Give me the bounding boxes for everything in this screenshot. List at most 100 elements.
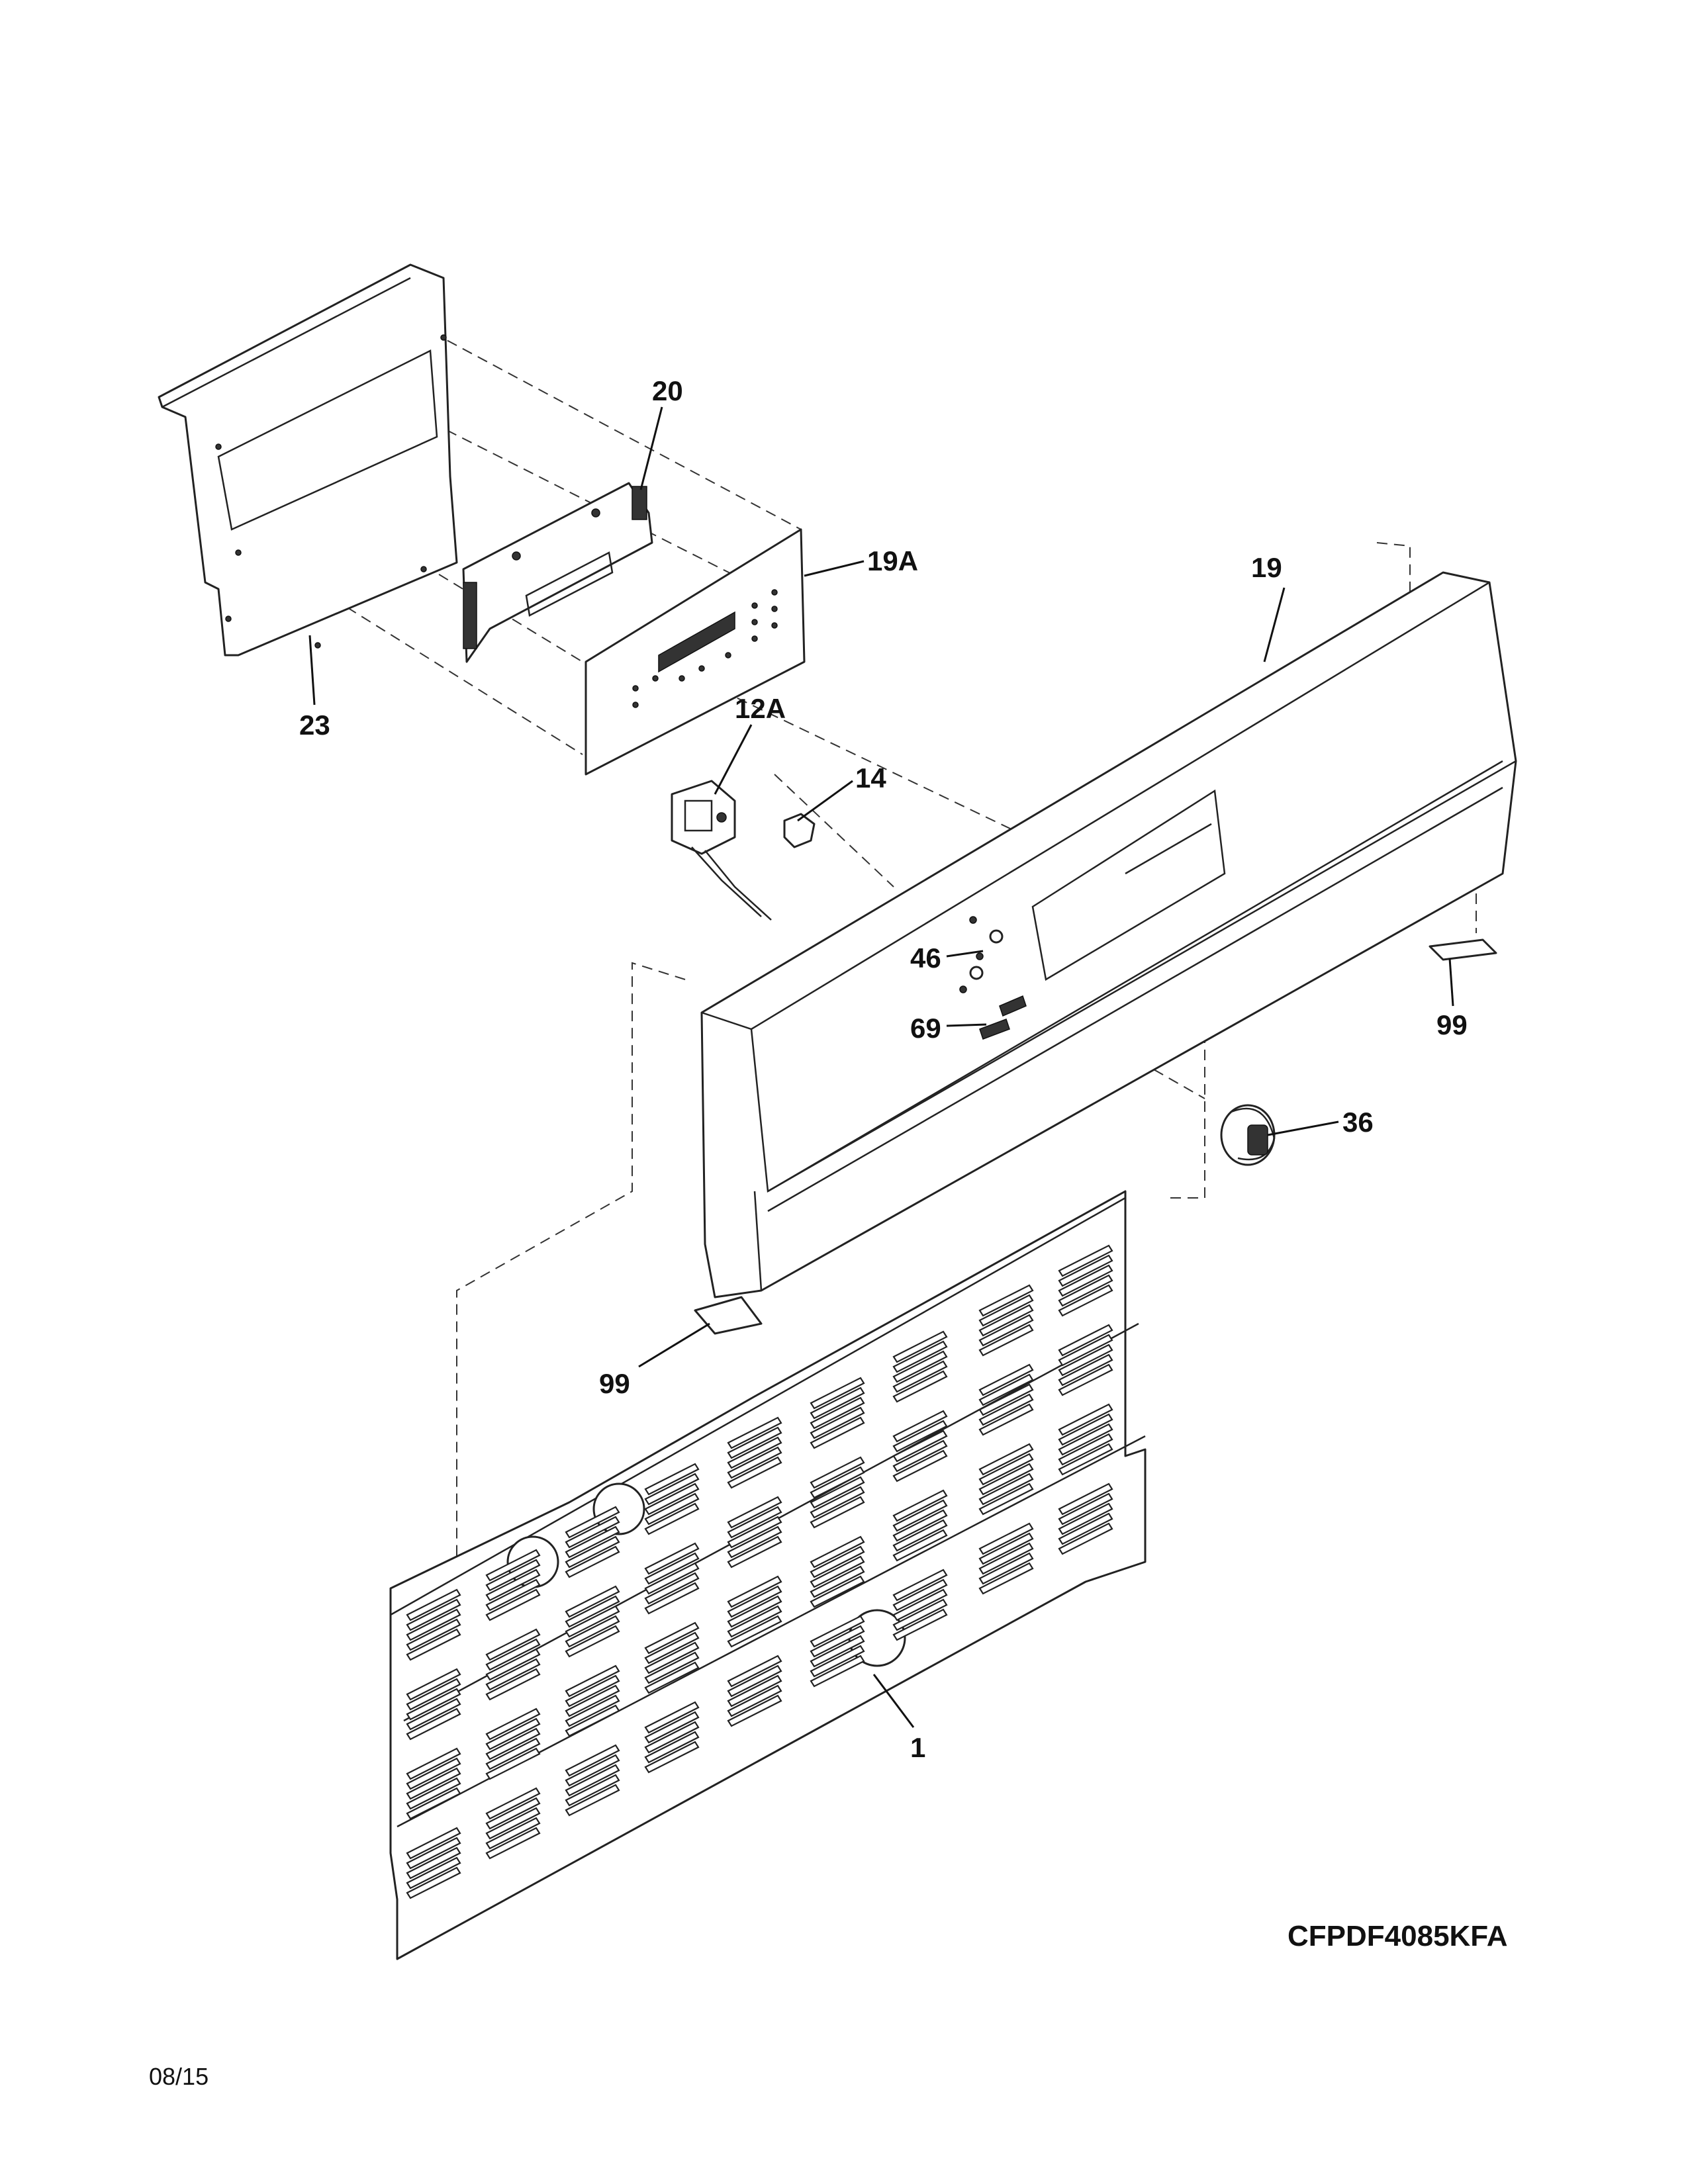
callout-12A: 12A (735, 693, 786, 724)
vent-slot (485, 1747, 541, 1780)
part-1-rear-panel (389, 1190, 1147, 1960)
part-20-control-board (462, 482, 653, 663)
vent-slot (892, 1608, 948, 1641)
vent-slot (565, 1525, 620, 1559)
vent-slot (978, 1294, 1034, 1327)
vent-slot (727, 1694, 782, 1727)
vent-slot (565, 1784, 620, 1817)
vent-slot (485, 1578, 541, 1612)
vent-slot (978, 1443, 1034, 1476)
vent-slot (1058, 1274, 1113, 1307)
vent-slot (485, 1559, 541, 1592)
vent-slot (644, 1721, 700, 1754)
vent-slot (406, 1688, 461, 1721)
vent-slot (565, 1625, 620, 1658)
vent-slot (644, 1542, 700, 1575)
vent-slot (406, 1866, 461, 1899)
vent-slot (892, 1569, 948, 1602)
vent-slot (1058, 1413, 1113, 1446)
vent-slot (565, 1545, 620, 1578)
vent-slot (978, 1552, 1034, 1585)
vent-slot (978, 1473, 1034, 1506)
vent-slot (565, 1595, 620, 1628)
model-number: CFPDF4085KFA (1288, 1920, 1508, 1952)
vent-slot (892, 1588, 948, 1621)
vent-slot (810, 1565, 865, 1598)
vent-slot (892, 1509, 948, 1542)
vent-slot (727, 1684, 782, 1717)
vent-slot (892, 1370, 948, 1403)
vent-slot (810, 1535, 865, 1569)
vent-slot (810, 1625, 865, 1658)
vent-slot (1058, 1443, 1113, 1476)
vent-slot (978, 1562, 1034, 1595)
vent-slot (810, 1496, 865, 1529)
vent-slot (565, 1506, 620, 1539)
callout-leaders (308, 406, 1454, 1728)
vent-slot (1058, 1334, 1113, 1367)
vent-slot (1058, 1502, 1113, 1535)
vent-slot (644, 1731, 700, 1764)
vent-slot (810, 1645, 865, 1678)
vent-slot (727, 1605, 782, 1638)
vent-slot (1058, 1522, 1113, 1555)
vent-slot (727, 1595, 782, 1628)
vent-slot (810, 1387, 865, 1420)
vent-slot (406, 1698, 461, 1731)
part-14-indicator-light (783, 813, 816, 848)
vent-slot (644, 1711, 700, 1744)
vent-slot (810, 1416, 865, 1449)
vent-slot (406, 1856, 461, 1889)
vent-slot (485, 1827, 541, 1860)
callout-1: 1 (910, 1732, 925, 1763)
vent-slot (1058, 1492, 1113, 1525)
vent-slot (406, 1608, 461, 1641)
vent-slot (892, 1499, 948, 1532)
vent-slot (406, 1668, 461, 1701)
callout-46: 46 (910, 942, 941, 974)
vent-slot (406, 1588, 461, 1621)
vent-slot (810, 1466, 865, 1499)
vent-slot (727, 1436, 782, 1469)
vent-slot (565, 1605, 620, 1638)
vent-slot (485, 1549, 541, 1582)
vent-slot (727, 1655, 782, 1688)
vent-slot (892, 1598, 948, 1631)
vent-slot (644, 1482, 700, 1516)
vent-slot (644, 1701, 700, 1734)
vent-slot (727, 1516, 782, 1549)
vent-slot (892, 1529, 948, 1562)
vent-slot (485, 1717, 541, 1751)
vent-slot (727, 1426, 782, 1459)
callout-19A: 19A (867, 545, 918, 576)
vent-slot (565, 1694, 620, 1727)
callout-23: 23 (299, 709, 330, 741)
vent-slot (810, 1396, 865, 1430)
vent-slot (892, 1519, 948, 1552)
vent-slot (644, 1582, 700, 1615)
vent-slot (727, 1456, 782, 1489)
vent-slot (406, 1618, 461, 1651)
vent-slot (406, 1757, 461, 1790)
vent-slot (565, 1744, 620, 1777)
vent-slot (1058, 1324, 1113, 1357)
callout-20: 20 (652, 375, 683, 406)
vent-slot (978, 1373, 1034, 1406)
vent-slot (1058, 1403, 1113, 1436)
vent-slot (406, 1598, 461, 1631)
vent-slot (727, 1615, 782, 1648)
vent-slot (978, 1284, 1034, 1317)
vent-slot (810, 1406, 865, 1439)
vent-slot (644, 1631, 700, 1664)
vent-slot (485, 1658, 541, 1691)
vent-slot (565, 1774, 620, 1807)
part-36-knob (1220, 1104, 1276, 1166)
vent-slot (978, 1463, 1034, 1496)
vent-slot (644, 1463, 700, 1496)
vent-slot (727, 1575, 782, 1608)
callout-69: 69 (910, 1013, 941, 1044)
vent-slot (978, 1393, 1034, 1426)
vent-slot (406, 1777, 461, 1810)
vent-slot (565, 1764, 620, 1797)
part-19A-touch-overlay (585, 528, 806, 776)
